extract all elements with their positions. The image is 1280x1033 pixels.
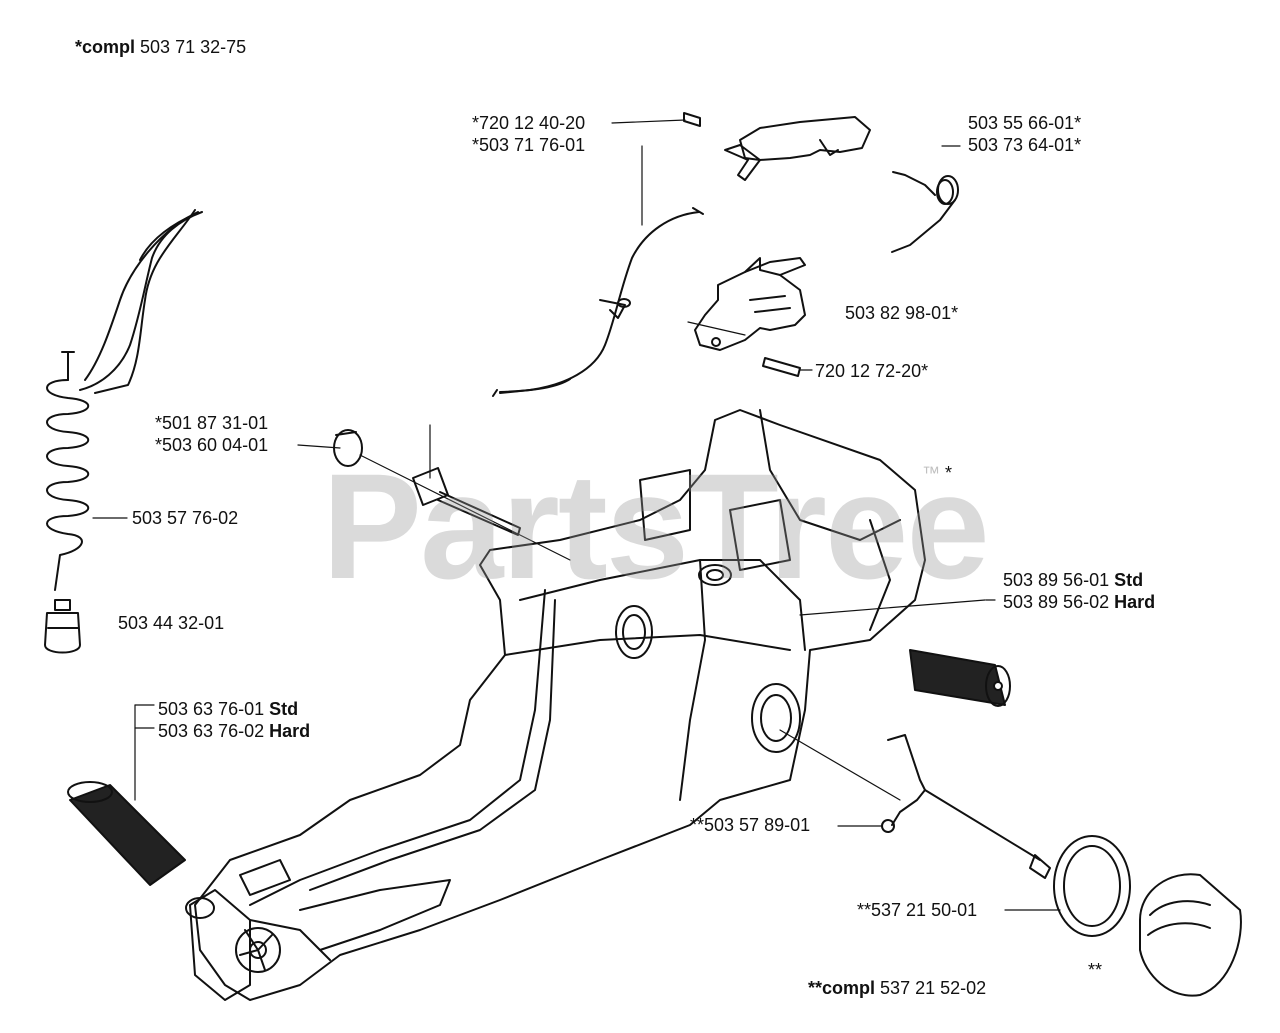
throttle-cable-drawn — [79, 211, 203, 391]
throttle-trigger — [724, 116, 871, 181]
label-503-71-76-01[interactable]: *503 71 76-01 — [472, 135, 586, 155]
tank-port — [615, 605, 653, 659]
tank-cap — [1139, 873, 1242, 997]
trigger-pin-top — [683, 112, 701, 127]
label-503-63-76-02-hard[interactable]: 503 63 76-02 Hard — [158, 721, 311, 741]
label-720-12-72-20[interactable]: 720 12 72-20* — [815, 361, 929, 381]
footer-compl: **compl 537 21 52-02 — [808, 978, 987, 998]
fuel-filter — [44, 599, 81, 654]
throttle-lockout — [694, 257, 806, 351]
header-compl: *compl 503 71 32-75 — [75, 37, 247, 57]
seal-ring — [1053, 835, 1131, 937]
label-503-57-89-01[interactable]: **503 57 89-01 — [690, 815, 811, 835]
handle-mount — [698, 564, 732, 586]
label-501-87-31-01[interactable]: *501 87 31-01 — [155, 413, 269, 433]
cable — [492, 207, 704, 397]
buffer-spring-right — [909, 649, 1011, 707]
throttle-cable — [84, 209, 626, 394]
label-503-89-56-01-std[interactable]: 503 89 56-01 Std — [1003, 570, 1144, 590]
label-720-12-40-20[interactable]: *720 12 40-20 — [472, 113, 586, 133]
label-503-82-98-01[interactable]: 503 82 98-01* — [845, 303, 959, 323]
label-537-21-50-01[interactable]: **537 21 50-01 — [857, 900, 978, 920]
label-503-89-56-02-hard[interactable]: 503 89 56-02 Hard — [1003, 592, 1156, 612]
label-503-60-04-01[interactable]: *503 60 04-01 — [155, 435, 269, 455]
throttle-spring — [891, 171, 959, 253]
label-503-63-76-01-std[interactable]: 503 63 76-01 Std — [158, 699, 299, 719]
tank-housing — [194, 409, 926, 1001]
double-star-note: ** — [1088, 960, 1103, 980]
suction-pipe — [881, 734, 1051, 879]
label-503-73-64-01[interactable]: 503 73 64-01* — [968, 135, 1082, 155]
sleeve-rod — [412, 467, 521, 536]
label-503-57-76-02[interactable]: 503 57 76-02 — [132, 508, 239, 528]
oil-port — [751, 683, 801, 753]
leader-lines — [92, 119, 1061, 911]
trademark-mark: ™ * — [922, 463, 953, 483]
front-mount-block — [185, 889, 281, 1001]
lockout-pin — [762, 357, 801, 377]
label-503-55-66-01[interactable]: 503 55 66-01* — [968, 113, 1082, 133]
label-503-44-32-01[interactable]: 503 44 32-01 — [118, 613, 225, 633]
buffer-spring-left — [67, 781, 186, 886]
fuel-hose — [46, 351, 89, 591]
